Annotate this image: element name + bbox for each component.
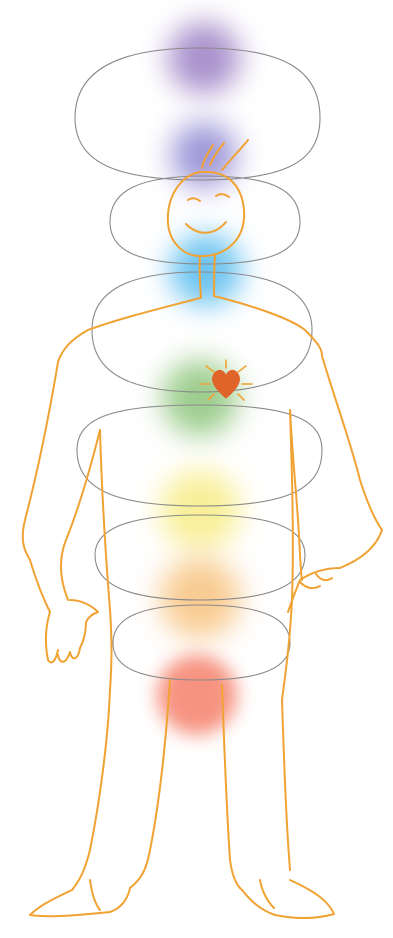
figure-torso-right	[282, 410, 293, 700]
figure-left-arm	[23, 362, 100, 612]
figure-smile	[186, 222, 226, 233]
glow-crown	[168, 22, 240, 94]
figure-eyes	[188, 194, 229, 201]
figure-right-leg	[222, 685, 290, 890]
glow-solar-plexus	[160, 470, 240, 550]
figure-right-foot	[242, 880, 334, 918]
figure-right-hand	[288, 568, 340, 612]
glow-sacral	[160, 558, 240, 638]
figure-left-leg	[72, 680, 170, 890]
figure-left-hand	[46, 600, 98, 662]
figure-left-foot	[30, 888, 130, 916]
figure-torso-left	[100, 430, 112, 690]
